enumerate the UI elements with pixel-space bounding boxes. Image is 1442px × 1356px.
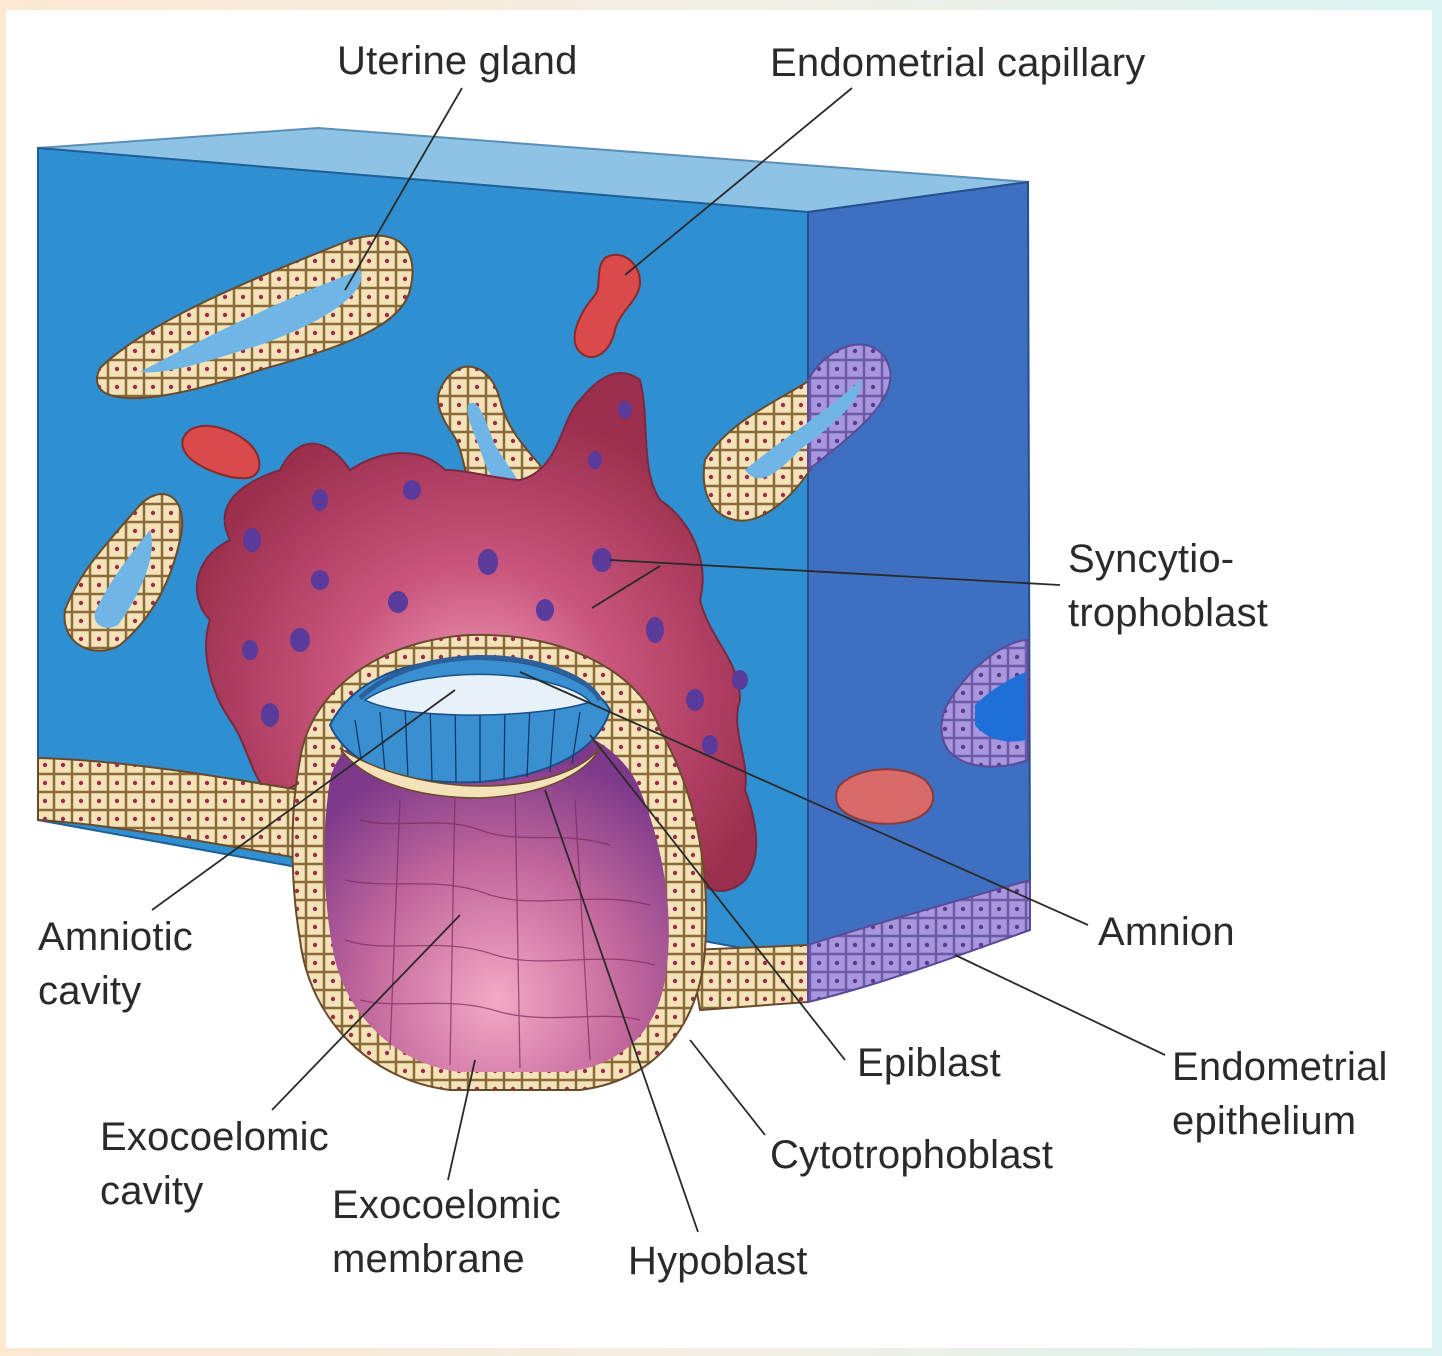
label-exocoelomic-membrane: Exocoelomic membrane [332,1183,561,1281]
label-endometrial-capillary: Endometrial capillary [770,41,1146,85]
label-amniotic-cavity: Amniotic cavity [38,915,193,1013]
leader-amniotic-cavity [151,689,456,911]
leader-endometrial-epithelium [954,954,1166,1056]
label-amnion: Amnion [1098,910,1235,954]
leader-syncytiotrophoblast-a [609,559,1061,586]
leader-hypoblast [544,789,699,1233]
label-exocoelomic-cavity: Exocoelomic cavity [100,1115,329,1213]
leader-uterine-gland [344,87,463,291]
endometrial-epithelium-side [807,878,1031,1004]
uterine-gland-right [702,378,811,522]
leader-cytotrophoblast [689,1039,766,1136]
exocoelomic-cavity-interior [324,711,669,1072]
uterine-gland-right-side [807,343,892,473]
endometrial-capillary-side [835,768,935,825]
label-cytotrophoblast: Cytotrophoblast [770,1133,1054,1177]
endometrial-capillary-left [181,424,261,480]
leader-epiblast [589,734,846,1061]
leader-exocoelomic-membrane [447,1059,476,1181]
uterine-gland-left-lumen [94,530,152,628]
leader-lines [151,87,1166,1233]
uterine-gland-center-lumen [467,402,521,496]
leader-syncytiotrophoblast-b [591,565,661,609]
label-uterine-gland: Uterine gland [337,39,578,83]
label-epiblast: Epiblast [857,1041,1001,1085]
endometrial-capillary-upper [573,253,642,359]
leader-exocoelomic-cavity [271,914,461,1111]
hypoblast-layer [339,744,603,799]
leader-amnion [519,671,1089,926]
syncytiotrophoblast-nuclei [242,401,748,755]
label-hypoblast: Hypoblast [628,1239,808,1283]
uterine-gland-side-lumen [975,672,1026,742]
amnion-layer [358,655,603,702]
leader-endometrial-capillary [624,87,853,276]
uterine-gland-large-lumen [140,270,362,373]
amniotic-cavity-space [363,673,592,716]
label-endometrial-epithelium: Endometrial epithelium [1172,1045,1388,1143]
epiblast-cells [354,699,581,783]
endometrial-epithelium-right [688,943,809,1012]
uterine-gland-right-lumen [745,380,861,479]
endometrium-side-face [807,180,1032,962]
label-syncytiotrophoblast: Syncytio- trophoblast [1068,537,1269,635]
